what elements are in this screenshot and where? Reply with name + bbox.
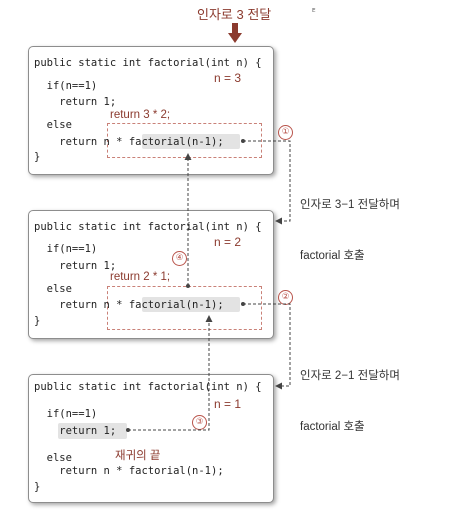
return-annotation: return 2 * 1; [110, 271, 171, 283]
code-recursive-return: return n * factorial(n-1); [34, 136, 224, 148]
code-recursive-return: return n * factorial(n-1); [34, 465, 224, 477]
return-arrow-4 [184, 153, 192, 288]
n-value-label: n = 2 [214, 235, 242, 249]
code-signature: public static int factorial(int n) { [34, 221, 262, 233]
top-label: 인자로 3 전달 [197, 7, 272, 22]
return-arrow-3 [126, 315, 213, 432]
corner-mark: ᴱ [312, 8, 316, 18]
code-recursive-return: return n * factorial(n-1); [34, 299, 224, 311]
code-return-1: return 1; [34, 96, 117, 108]
call-note-2-line-b: factorial 호출 [300, 421, 365, 433]
call-note-2-line-a: 인자로 2−1 전달하며 [300, 370, 400, 382]
down-arrow-icon [228, 23, 242, 49]
code-if: if(n==1) [34, 80, 98, 92]
recursion-end-annotation: 재귀의 끝 [115, 450, 161, 462]
call-frame-n2: public static int factorial(int n) { n =… [28, 210, 274, 339]
call-frame-n3: public static int factorial(int n) { n =… [28, 46, 274, 175]
code-else: else [34, 283, 72, 295]
call-arrow-2 [241, 302, 291, 390]
highlight-factorial-call [142, 297, 240, 312]
code-else: else [34, 452, 72, 464]
highlight-factorial-call [142, 134, 240, 149]
call-frame-n1: public static int factorial(int n) { n =… [28, 374, 274, 503]
step-marker-4: ④ [172, 251, 187, 266]
highlight-return-1 [58, 423, 127, 439]
call-note-2: 인자로 2−1 전달하며 factorial 호출 [300, 334, 400, 453]
code-close-brace: } [34, 481, 41, 493]
code-close-brace: } [34, 151, 41, 163]
call-note-1-line-b: factorial 호출 [300, 250, 365, 262]
code-return-1: return 1; [34, 260, 117, 272]
return-annotation: return 3 * 2; [110, 109, 171, 121]
return-expression-box [107, 286, 262, 330]
code-return-1: return 1; [34, 425, 117, 437]
n-value-label: n = 1 [214, 397, 242, 411]
code-signature: public static int factorial(int n) { [34, 57, 262, 69]
code-if: if(n==1) [34, 408, 98, 420]
call-note-1: 인자로 3−1 전달하며 factorial 호출 [300, 163, 400, 282]
n-value-label: n = 3 [214, 71, 242, 85]
call-arrow-1 [241, 139, 291, 225]
code-if: if(n==1) [34, 243, 98, 255]
call-note-1-line-a: 인자로 3−1 전달하며 [300, 199, 400, 211]
code-else: else [34, 119, 72, 131]
step-marker-1: ① [278, 125, 293, 140]
code-close-brace: } [34, 315, 41, 327]
